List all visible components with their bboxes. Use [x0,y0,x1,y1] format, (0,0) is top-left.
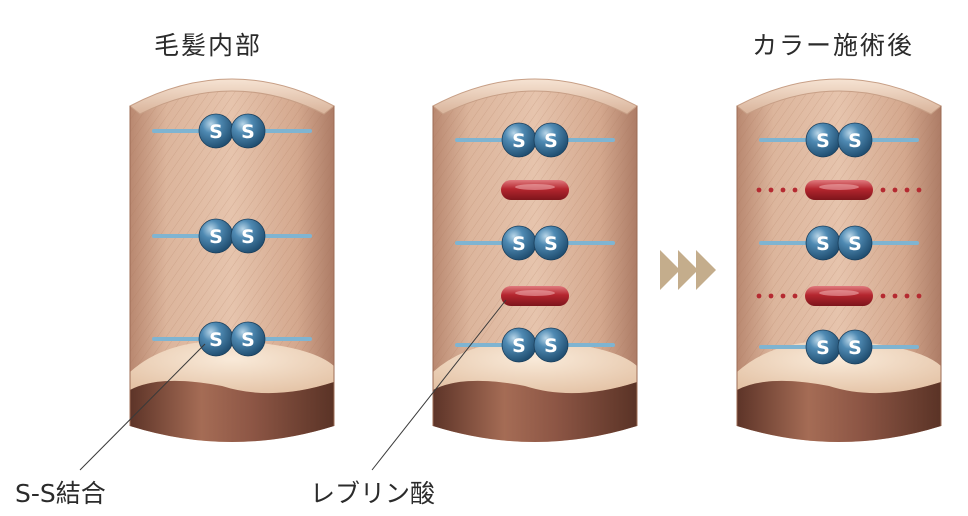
sulfur-atom [837,122,873,158]
broken-bond-dot [892,187,898,193]
levulinic-acid [756,180,922,200]
sulfur-atom [837,225,873,261]
arrow-chevron [696,250,716,290]
sulfur-label: S [209,226,223,248]
sulfur-label: S [544,130,558,152]
sulfur-label: S [848,130,862,152]
title-after-coloring: カラー施術後 [752,31,915,60]
cylinder-top-rim [129,78,335,115]
broken-bond-dot [880,293,886,299]
sulfur-label: S [512,130,526,152]
sulfur-label: S [209,121,223,143]
sulfur-atom [533,122,569,158]
cut-floor [433,340,637,394]
progress-arrows [660,250,716,290]
sulfur-atom [230,321,266,357]
callout-line-levulinic-acid [371,299,507,471]
hair-texture [433,79,637,372]
acid-highlight [819,290,859,296]
broken-bond-dot [792,293,798,299]
broken-bond-dot [916,293,922,299]
levulinic-acid [501,286,569,306]
sulfur-atom [533,327,569,363]
broken-bond-dot [792,187,798,193]
sulfur-label: S [816,233,830,255]
sulfur-atom [230,113,266,149]
broken-bond-dot [880,187,886,193]
broken-bond-dot [756,293,762,299]
cylinder-base [737,380,941,442]
sulfur-label: S [241,329,255,351]
levulinic-acid [756,286,922,306]
sulfur-label: S [512,335,526,357]
broken-bond-dot [916,187,922,193]
sulfur-label: S [512,233,526,255]
sulfur-atom [230,218,266,254]
sulfur-label: S [241,121,255,143]
acid-highlight [819,184,859,190]
broken-bond-dot [904,293,910,299]
sulfur-label: S [544,233,558,255]
title-hair-inside: 毛髪内部 [154,31,263,60]
sulfur-label: S [209,329,223,351]
arrow-chevron [678,250,698,290]
sulfur-label: S [816,337,830,359]
broken-bond-dot [904,187,910,193]
broken-bond-dot [756,187,762,193]
label-ss-bond: S-S結合 [15,479,106,508]
cylinder-base [130,380,334,442]
broken-bond-dot [780,293,786,299]
cut-floor [737,340,941,394]
sulfur-atom [533,225,569,261]
sulfur-label: S [544,335,558,357]
broken-bond-dot [768,293,774,299]
sulfur-label: S [848,337,862,359]
sulfur-label: S [816,130,830,152]
broken-bond-dot [780,187,786,193]
hair-texture [130,79,334,372]
acid-highlight [515,290,555,296]
levulinic-acid [501,180,569,200]
cylinder-base [433,380,637,442]
cylinder-top-rim [432,78,638,115]
cut-floor [130,340,334,394]
sulfur-label: S [848,233,862,255]
sulfur-atom [837,329,873,365]
acid-highlight [515,184,555,190]
broken-bond-dot [768,187,774,193]
cylinder-top-rim [736,78,942,115]
sulfur-label: S [241,226,255,248]
hair-texture [737,79,941,372]
callout-line-ss-bond [79,343,206,471]
broken-bond-dot [892,293,898,299]
callout-lines [79,299,507,471]
arrow-chevron [660,250,680,290]
label-levulinic-acid: レブリン酸 [310,479,436,508]
